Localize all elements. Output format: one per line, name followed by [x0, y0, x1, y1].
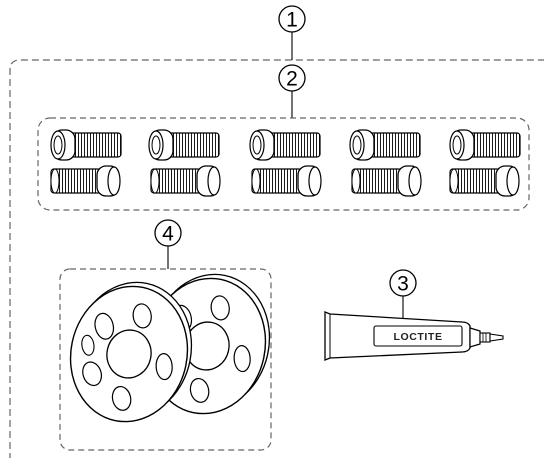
adhesive-tube: LOCTITE [324, 311, 504, 361]
screw-icon [251, 165, 322, 197]
callout-2: 2 [278, 64, 306, 118]
tube-brand-label: LOCTITE [393, 331, 442, 343]
screw-icon [50, 129, 122, 161]
screw-icon [449, 165, 520, 197]
screw-icon [449, 129, 521, 161]
tube-label-panel [373, 325, 463, 347]
screw-icon [148, 129, 220, 161]
callout-3: 3 [389, 269, 417, 320]
screw-icon [349, 129, 421, 161]
screw-icon [50, 165, 121, 197]
callout-1: 1 [278, 5, 306, 60]
screw-row-bottom [50, 165, 520, 197]
callout-1-label: 1 [286, 9, 298, 32]
washer-front [57, 274, 201, 434]
screws-group-boundary [37, 117, 530, 211]
kit-boundary [9, 59, 544, 458]
callout-2-label: 2 [286, 68, 298, 91]
callout-4-label: 4 [162, 223, 174, 246]
screw-icon [351, 165, 422, 197]
callout-4: 4 [154, 219, 182, 269]
screw-row-top [50, 129, 521, 161]
washers-group-boundary [59, 268, 272, 451]
callout-3-label: 3 [397, 273, 409, 296]
screw-icon [150, 165, 221, 197]
screw-icon [249, 129, 321, 161]
